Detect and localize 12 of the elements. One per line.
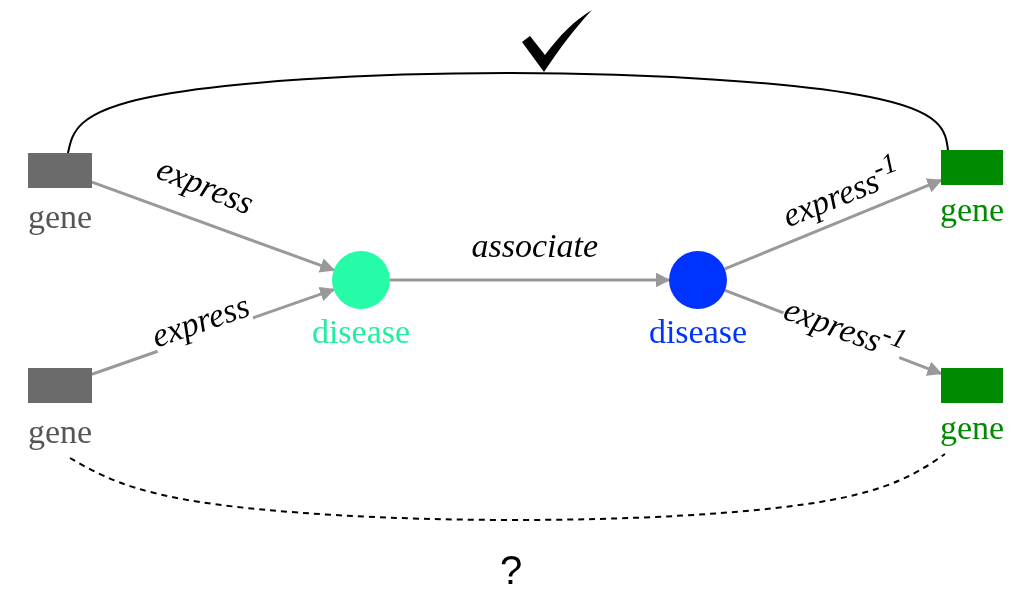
question-mark-label: ?	[500, 548, 523, 592]
node-label: gene	[939, 409, 1005, 447]
arrow	[91, 180, 336, 273]
node-label: disease	[648, 313, 748, 351]
connector-arc	[67, 72, 949, 154]
node-label: gene	[27, 413, 93, 451]
connector-arc	[69, 453, 946, 521]
arrow	[724, 178, 943, 271]
node-label: gene	[27, 198, 93, 236]
node-label: disease	[311, 313, 411, 351]
node-label: gene	[939, 191, 1005, 229]
arrow	[390, 272, 671, 288]
